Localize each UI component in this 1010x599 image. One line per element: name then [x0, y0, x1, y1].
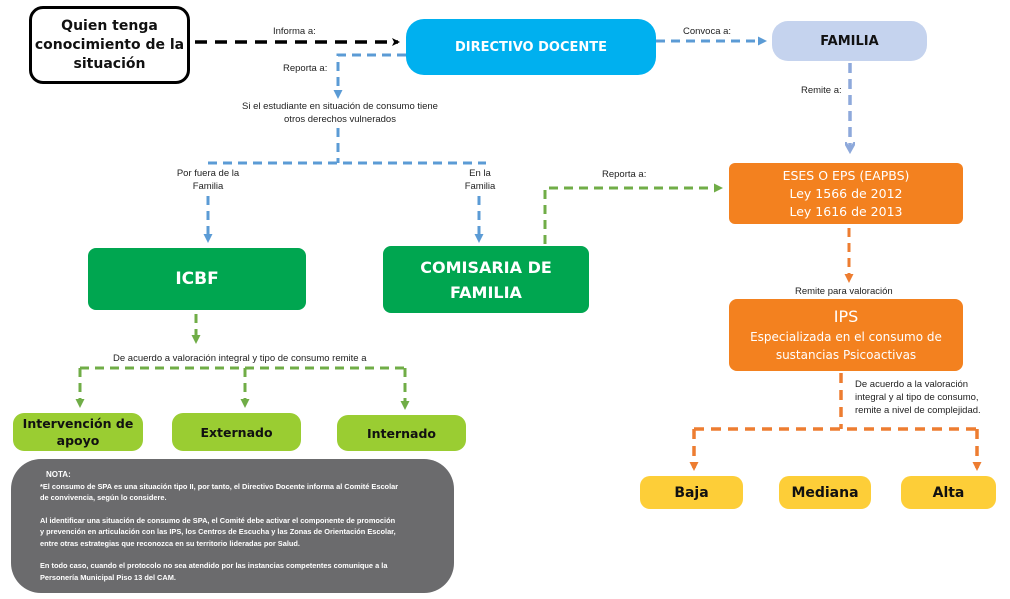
edge-label-ips-remite: De acuerdo a la valoración integral y al… — [855, 378, 981, 417]
edge-comisaria-eses — [543, 183, 723, 244]
node-label: FAMILIA — [820, 33, 879, 49]
note-line: Al identificar una situación de consumo … — [40, 515, 396, 525]
label-line: Familia — [192, 181, 224, 192]
label-line: Familia — [464, 181, 496, 192]
node-text-line: Ley 1566 de 2012 — [789, 185, 903, 201]
node-label: ICBF — [175, 269, 219, 289]
edge-label-icbf-remite: De acuerdo a valoración integral y tipo … — [113, 353, 367, 364]
node-alta: Alta — [901, 476, 996, 509]
note-line: de convivencia, según lo considere. — [40, 493, 167, 502]
edge-label-remite-familia: Remite a: — [801, 85, 842, 96]
note-line: y prevención en articulación con las IPS… — [40, 527, 396, 536]
node-text-line: apoyo — [56, 433, 100, 448]
node-comisaria-de-familia: COMISARIA DE FAMILIA — [383, 246, 589, 313]
node-label: Alta — [932, 484, 965, 501]
node-label: Baja — [674, 484, 709, 501]
node-text-line: ESES O EPS (EAPBS) — [782, 167, 910, 183]
note-line: *El consumo de SPA es una situación tipo… — [40, 481, 399, 491]
label-line: De acuerdo a la valoración — [855, 379, 969, 390]
node-baja: Baja — [640, 476, 743, 509]
label-line: otros derechos vulnerados — [284, 114, 396, 125]
node-text-line: FAMILIA — [450, 282, 522, 302]
node-text-line: sustancias Psicoactivas — [775, 348, 917, 362]
node-label: Internado — [366, 425, 437, 441]
label-line: remite a nivel de complejidad. — [855, 405, 981, 416]
edge-label-reporta-directivo: Reporta a: — [283, 63, 328, 74]
note-line: entre otras estrategias que reconozca en… — [40, 538, 300, 548]
edge-label-por-fuera: Por fuera de la Familia — [170, 167, 246, 193]
label-line: Si el estudiante en situación de consumo… — [242, 101, 438, 112]
edge-label-convoca: Convoca a: — [683, 26, 732, 37]
label-line: Por fuera de la — [176, 168, 240, 179]
note-paragraph: *El consumo de SPA es una situación tipo… — [40, 481, 438, 504]
node-text-line: situación — [73, 55, 146, 72]
node-text-line: Especializada en el consumo de — [750, 330, 942, 344]
node-intervencion-de-apoyo: Intervención de apoyo — [13, 413, 143, 451]
edge-label-en-la-familia: En la Familia — [458, 167, 502, 193]
node-mediana: Mediana — [779, 476, 871, 509]
node-text-line: COMISARIA DE — [420, 257, 552, 277]
node-internado: Internado — [337, 415, 466, 451]
note-paragraph: Al identificar una situación de consumo … — [40, 515, 438, 550]
node-label: Externado — [200, 424, 273, 440]
label-line: En la — [469, 168, 491, 179]
edge-label-reporta-comisaria: Reporta a: — [602, 169, 647, 180]
note-panel: NOTA: *El consumo de SPA es una situació… — [11, 459, 454, 593]
node-eses-eps: ESES O EPS (EAPBS) Ley 1566 de 2012 Ley … — [729, 163, 963, 224]
edge-label-remite-valoracion: Remite para valoración — [795, 286, 893, 297]
edge-label-informa: Informa a: — [273, 26, 316, 37]
node-text-line: Quien tenga — [61, 17, 158, 34]
note-line: En todo caso, cuando el protocolo no sea… — [40, 561, 388, 570]
note-paragraph: En todo caso, cuando el protocolo no sea… — [40, 560, 438, 583]
node-text-line: Intervención de — [22, 416, 134, 431]
node-familia: FAMILIA — [772, 21, 927, 61]
note-line: Personería Municipal Piso 13 del CAM. — [40, 572, 176, 582]
node-text-line: Ley 1616 de 2013 — [789, 203, 903, 219]
node-title: IPS — [833, 307, 859, 326]
note-title: NOTA: — [46, 470, 71, 479]
node-quien-tenga-conocimiento: Quien tenga conocimiento de la situación — [29, 6, 190, 84]
edge-label-derechos-vulnerados: Si el estudiante en situación de consumo… — [240, 100, 440, 126]
node-label: Mediana — [791, 484, 859, 501]
node-externado: Externado — [172, 413, 301, 451]
node-ips: IPS Especializada en el consumo de susta… — [729, 299, 963, 371]
label-line: integral y al tipo de consumo, — [855, 392, 979, 403]
node-directivo-docente: DIRECTIVO DOCENTE — [406, 19, 656, 75]
edge-directivo-derechos — [333, 53, 406, 99]
node-text-line: conocimiento de la — [34, 36, 185, 53]
node-label: DIRECTIVO DOCENTE — [454, 39, 608, 55]
node-icbf: ICBF — [88, 248, 306, 310]
